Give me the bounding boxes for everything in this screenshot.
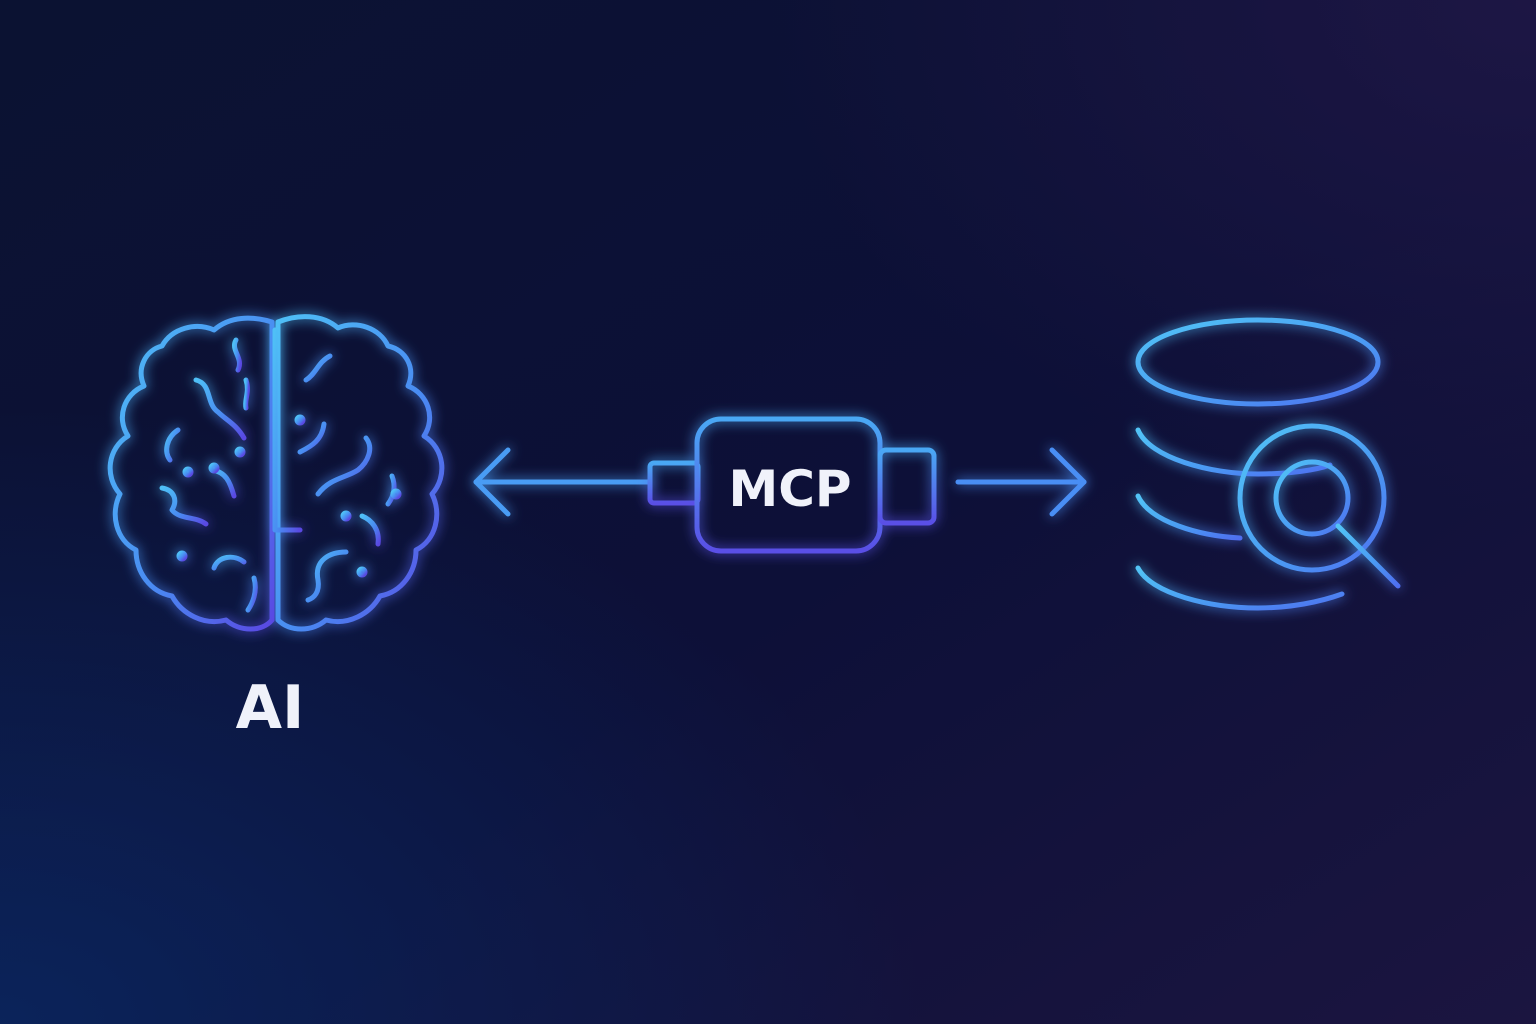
arrow-left-icon — [473, 447, 653, 517]
brain-icon — [107, 314, 445, 632]
mcp-label: MCP — [728, 460, 851, 518]
database-search-icon — [1135, 317, 1401, 611]
usb-plug-icon — [647, 416, 937, 554]
ai-label: AI — [236, 673, 305, 743]
arrow-right-icon — [955, 447, 1087, 517]
